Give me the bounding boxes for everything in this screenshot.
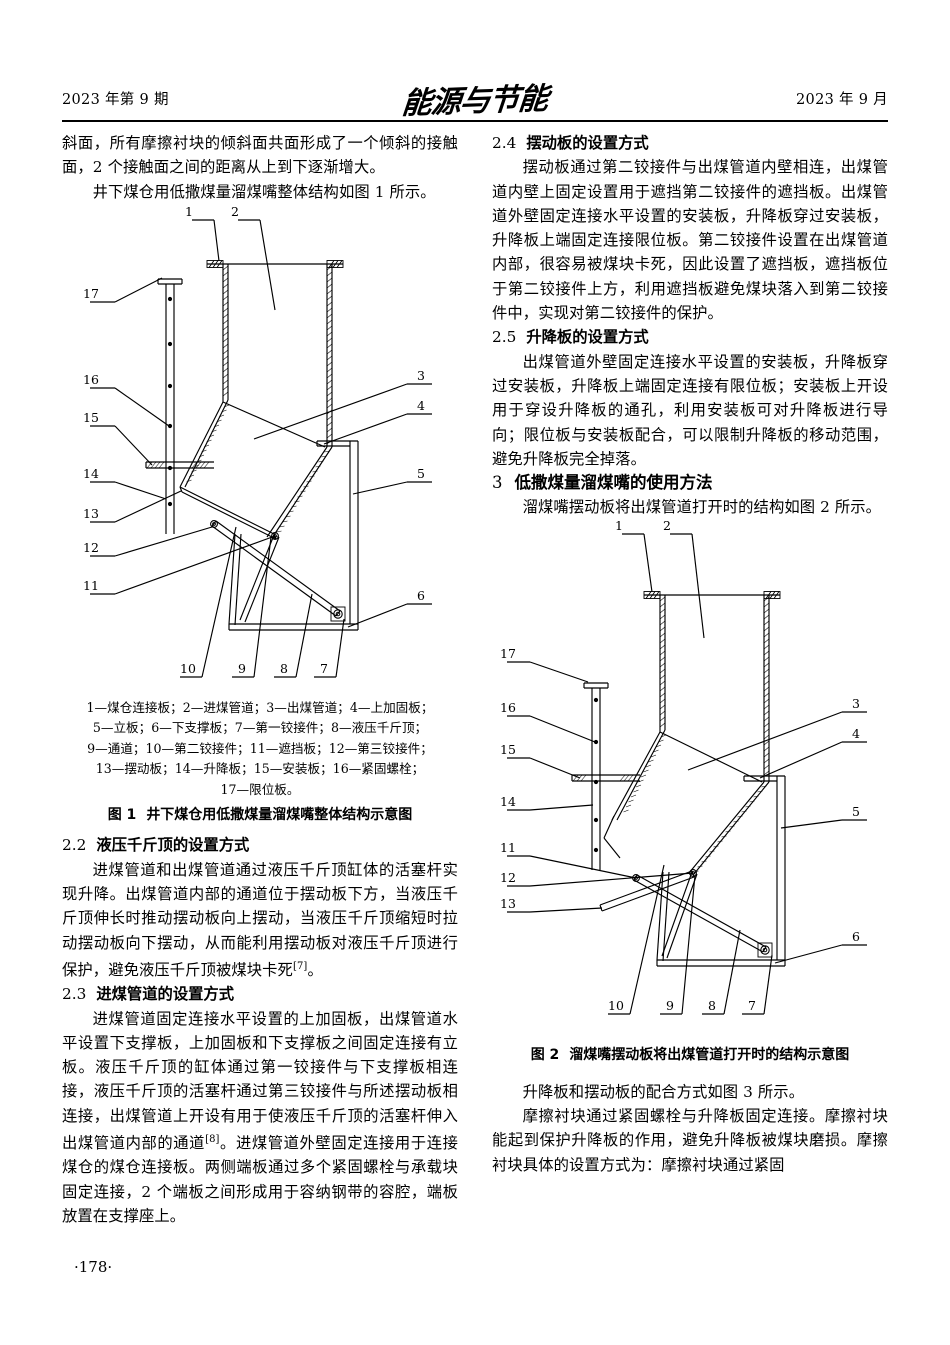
- figure2-callout-4: 4: [852, 726, 860, 741]
- paragraph-3-body: 溜煤嘴摆动板将出煤管道打开时的结构如图 2 所示。: [522, 498, 882, 517]
- figure1-callout-16: 16: [83, 372, 99, 387]
- figure-2-caption-number: 图 2: [530, 1046, 560, 1063]
- section-title-2-5: 升降板的设置方式: [526, 328, 649, 347]
- section-number-2-2: 2.2: [62, 836, 87, 855]
- section-number-2-5: 2.5: [492, 328, 517, 347]
- figure2-callout-10: 10: [608, 998, 624, 1013]
- section-heading-2-2: 2.2 液压千斤顶的设置方式: [62, 833, 458, 857]
- section-title-2-4: 摆动板的设置方式: [526, 134, 649, 152]
- section-heading-2-4: 2.4 摆动板的设置方式: [492, 131, 888, 155]
- section-title-2-2: 液压千斤顶的设置方式: [96, 836, 250, 855]
- figure2-callout-9: 9: [666, 998, 674, 1013]
- figure1-callout-8: 8: [280, 661, 288, 676]
- figure2-callout-12: 12: [500, 870, 516, 885]
- section-number-2-4: 2.4: [492, 134, 517, 152]
- paragraph-figure3-reference: 升降板和摆动板的配合方式如图 3 所示。: [522, 1082, 805, 1101]
- figure-2: 1 2 3 4 5 6 7 8 9 10 11 12 13 14 15 16 1: [492, 520, 888, 1066]
- paragraph-2-3-body: 进煤管道固定连接水平设置的上加固板，出煤管道水平设置下支撑板，上加固板和下支撑板…: [62, 1007, 458, 1229]
- header-issue-label: 2023 年第 9 期: [62, 92, 169, 108]
- figure1-callout-17: 17: [83, 286, 99, 301]
- paragraph-2-5-body: 出煤管道外壁固定连接水平设置的安装板，升降板穿过安装板，升降板上端固定连接有限位…: [492, 352, 888, 468]
- figure1-callout-2: 2: [231, 204, 239, 219]
- masthead-text: 能源与节能: [400, 81, 549, 122]
- paragraph-tail-body: 摩擦衬块通过紧固螺栓与升降板固定连接。摩擦衬块能起到保护升降板的作用，避免升降板…: [492, 1107, 888, 1174]
- figure2-callout-13: 13: [500, 896, 516, 911]
- section-heading-2-5: 2.5 升降板的设置方式: [492, 325, 888, 349]
- figure1-callout-15: 15: [83, 410, 99, 425]
- figure1-callout-3: 3: [417, 368, 425, 383]
- figure2-callout-15: 15: [500, 742, 516, 757]
- figure-2-caption-text: 溜煤嘴摆动板将出煤管道打开时的结构示意图: [569, 1046, 850, 1063]
- figure2-callout-11: 11: [500, 840, 516, 855]
- section-heading-2-3: 2.3 进煤管道的设置方式: [62, 982, 458, 1006]
- paragraph-2-3-tail: 。进煤管道外壁固定连接用于连接煤仓的煤仓连接板。两侧端板通过多个紧固螺栓与承载块…: [62, 1134, 458, 1226]
- paragraph-2-2-text: 进煤管道和出煤管道通过液压千斤顶缸体的活塞杆实现升降。出煤管道内部的通道位于摆动…: [62, 860, 458, 979]
- figure-1-legend-line: 13—摆动板；14—升降板；15—安装板；16—紧固螺栓；: [95, 761, 425, 777]
- figure1-callout-9: 9: [238, 661, 246, 676]
- paragraph-2-2-body: 进煤管道和出煤管道通过液压千斤顶缸体的活塞杆实现升降。出煤管道内部的通道位于摆动…: [62, 858, 458, 983]
- paragraph-figure1-reference: 井下煤仓用低撒煤量溜煤嘴整体结构如图 1 所示。: [92, 182, 436, 201]
- figure-1-caption-number: 图 1: [107, 807, 137, 824]
- figure-1-legend-line: 9—通道；10—第二铰接件；11—遮挡板；12—第三铰接件；: [87, 740, 433, 756]
- page-number: ·178·: [74, 1258, 113, 1276]
- paragraph-2-2-tail: 。: [307, 960, 323, 979]
- paragraph-2-4-body: 摆动板通过第二铰接件与出煤管道内壁相连，出煤管道内壁上固定设置用于遮挡第二铰接件…: [492, 158, 888, 323]
- figure2-callout-3: 3: [852, 696, 860, 711]
- figure1-callout-11: 11: [83, 578, 99, 593]
- figure-1-caption: 图 1 井下煤仓用低撒煤量溜煤嘴整体结构示意图: [62, 804, 458, 826]
- figure1-callout-1: 1: [185, 204, 193, 219]
- section-heading-3: 3 低撒煤量溜煤嘴的使用方法: [492, 471, 888, 495]
- header-divider-rule: [62, 120, 888, 122]
- figure-1-legend-line: 1—煤仓连接板；2—进煤管道；3—出煤管道；4—上加固板；: [86, 699, 434, 715]
- section-number-3: 3: [492, 473, 503, 493]
- figure2-callout-16: 16: [500, 700, 516, 715]
- header-date-label: 2023 年 9 月: [796, 92, 888, 108]
- figure1-callout-14: 14: [83, 466, 99, 481]
- figure1-callout-4: 4: [417, 398, 425, 413]
- citation-ref-8: [8]: [205, 1134, 220, 1146]
- figure1-callout-6: 6: [417, 588, 425, 603]
- figure-1: 1 2 3 4 5 6 7 8 9 10 11 12 13 14 15 16 1: [62, 204, 458, 827]
- figure-2-drawing: 1 2 3 4 5 6 7 8 9 10 11 12 13 14 15 16 1: [500, 520, 867, 1015]
- figure2-callout-14: 14: [500, 794, 516, 809]
- figure2-callout-7: 7: [748, 998, 756, 1013]
- left-column: 斜面，所有摩擦衬块的倾斜面共面形成了一个倾斜的接触面，2 个接触面之间的距离从上…: [62, 131, 458, 1228]
- section-title-3: 低撒煤量溜煤嘴的使用方法: [514, 473, 713, 493]
- figure-1-drawing: 1 2 3 4 5 6 7 8 9 10 11 12 13 14 15 16 1: [83, 204, 432, 678]
- figure-1-caption-text: 井下煤仓用低撒煤量溜煤嘴整体结构示意图: [146, 807, 413, 824]
- journal-masthead: 能源与节能: [400, 76, 549, 122]
- figure2-callout-6: 6: [852, 929, 860, 944]
- figure1-callout-7: 7: [320, 661, 328, 676]
- figure1-callout-12: 12: [83, 540, 99, 555]
- paragraph-2-3-text: 进煤管道固定连接水平设置的上加固板，出煤管道水平设置下支撑板，上加固板和下支撑板…: [62, 1009, 458, 1153]
- citation-ref-7: [7]: [292, 960, 308, 972]
- figure1-callout-10: 10: [180, 661, 196, 676]
- figure2-callout-2: 2: [663, 520, 671, 533]
- right-column: 2.4 摆动板的设置方式 摆动板通过第二铰接件与出煤管道内壁相连，出煤管道内壁上固…: [492, 131, 888, 1177]
- figure2-callout-8: 8: [708, 998, 716, 1013]
- figure1-callout-13: 13: [83, 506, 99, 521]
- figure-2-caption: 图 2 溜煤嘴摆动板将出煤管道打开时的结构示意图: [492, 1044, 888, 1066]
- figure2-callout-5: 5: [852, 804, 860, 819]
- figure-1-legend: 1—煤仓连接板；2—进煤管道；3—出煤管道；4—上加固板； 5—立板；6—下支撑…: [62, 698, 458, 801]
- paragraph-continued: 斜面，所有摩擦衬块的倾斜面共面形成了一个倾斜的接触面，2 个接触面之间的距离从上…: [62, 134, 458, 177]
- figure-1-legend-line: 17—限位板。: [220, 781, 300, 797]
- section-title-2-3: 进煤管道的设置方式: [96, 985, 235, 1004]
- figure-1-legend-line: 5—立板；6—下支撑板；7—第一铰接件；8—液压千斤顶；: [92, 720, 428, 736]
- figure2-callout-17: 17: [500, 646, 516, 661]
- figure1-callout-5: 5: [417, 466, 425, 481]
- page-header: 2023 年第 9 期 能源与节能 2023 年 9 月: [62, 81, 888, 121]
- section-number-2-3: 2.3: [62, 985, 87, 1004]
- figure2-callout-1: 1: [615, 520, 623, 533]
